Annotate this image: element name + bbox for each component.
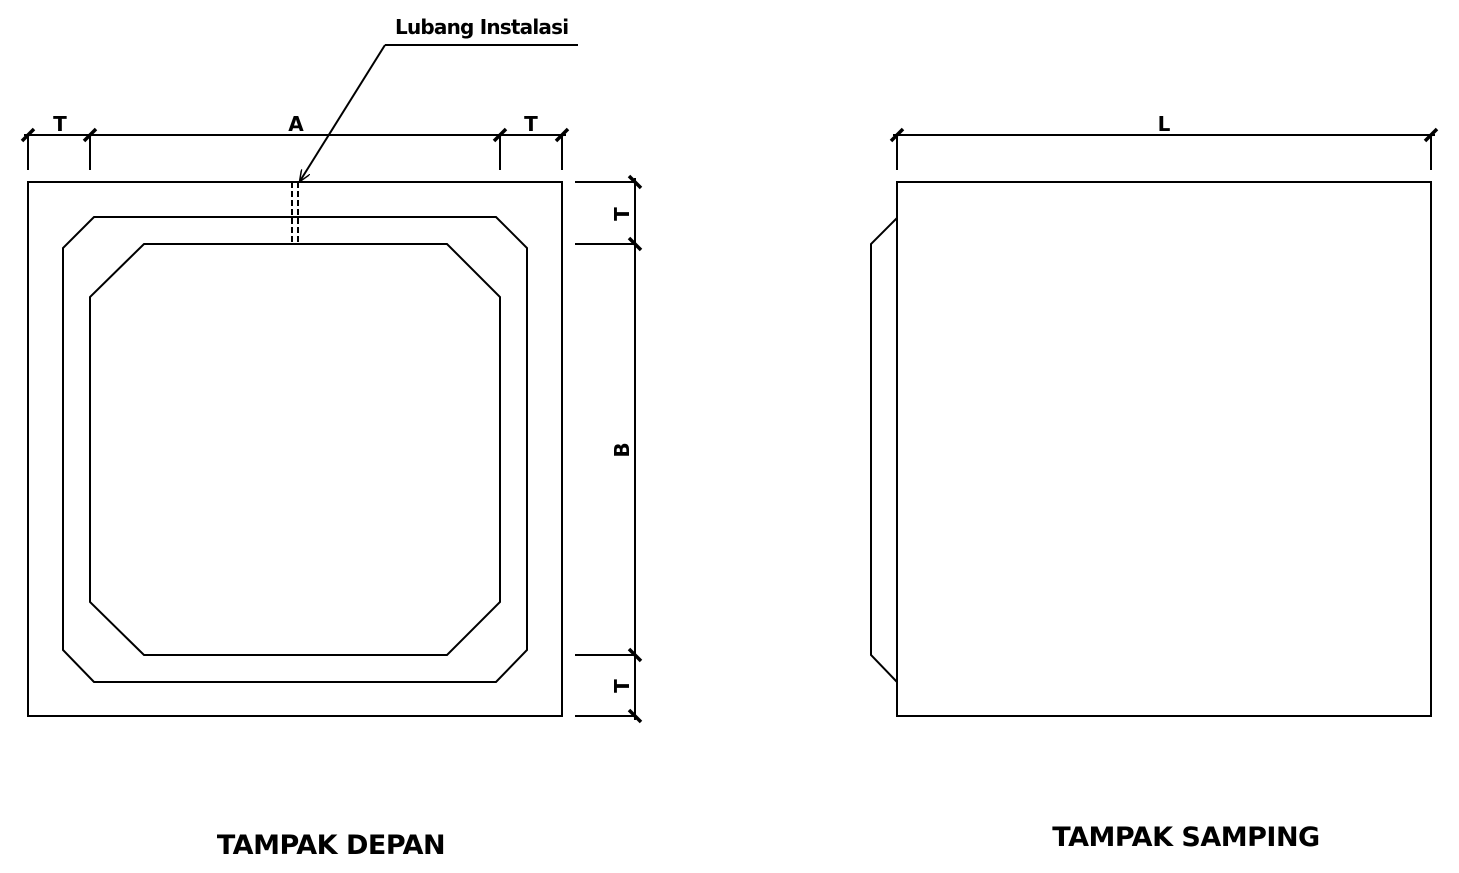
dim-label-A: A (288, 112, 304, 136)
right-dimension: T B T (575, 174, 643, 724)
front-view: Lubang Instalasi T A T (20, 15, 643, 861)
dim-label-top-T: T (610, 207, 634, 221)
middle-chamfered-outline (62, 216, 528, 683)
side-joint-profile (870, 217, 898, 683)
leader-arrow (300, 44, 386, 181)
length-dimension: L (889, 112, 1439, 170)
dim-label-bottom-T: T (610, 679, 634, 693)
dim-label-L: L (1158, 112, 1171, 136)
side-view-title: TAMPAK SAMPING (1052, 822, 1319, 853)
front-view-title: TAMPAK DEPAN (217, 830, 445, 861)
dim-label-B: B (610, 442, 634, 457)
dim-label-right-T: T (524, 112, 538, 136)
top-dimension: T A T (20, 112, 570, 170)
side-outline (896, 181, 1432, 717)
dim-label-left-T: T (53, 112, 67, 136)
annotation-label: Lubang Instalasi (395, 15, 568, 39)
inner-opening-outline (89, 243, 501, 656)
side-view: L TAMPAK SAMPING (870, 112, 1439, 853)
outer-outline (27, 181, 563, 717)
